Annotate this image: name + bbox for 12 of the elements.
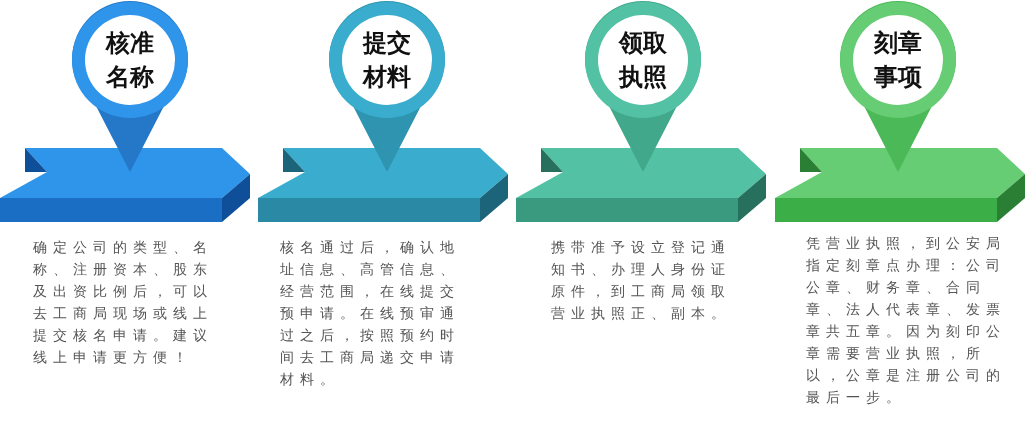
- location-pin-marker: [327, 0, 447, 172]
- location-pin-marker: [70, 0, 190, 172]
- step-title: 核准名称: [104, 28, 155, 93]
- step-title: 刻章事项: [873, 28, 923, 93]
- step-description: 携带准予设立登记通知书、办理人身份证原件，到工商局领取营业执照正、副本。: [551, 238, 732, 323]
- step-description: 核名通过后，确认地址信息、高管信息、经营范围，在线提交预申请。在线预审通过之后，按照预约时间去工商局递交申请材料。: [280, 238, 461, 389]
- step-title: 提交材料: [361, 28, 412, 93]
- step-description: 凭营业执照，到公安局指定刻章点办理：公司公章、财务章、合同章、法人代表章、发票章共五章。因为刻印公章需要营业执照，所以，公章是注册公司的最后一步。: [806, 234, 1007, 407]
- location-pin-marker: [583, 0, 703, 172]
- location-pin-marker: [838, 0, 958, 172]
- step-title: 领取执照: [617, 28, 668, 93]
- step-description: 确定公司的类型、名称、注册资本、股东及出资比例后，可以去工商局现场或线上提交核名申请。建议线上申请更方便！: [33, 238, 214, 367]
